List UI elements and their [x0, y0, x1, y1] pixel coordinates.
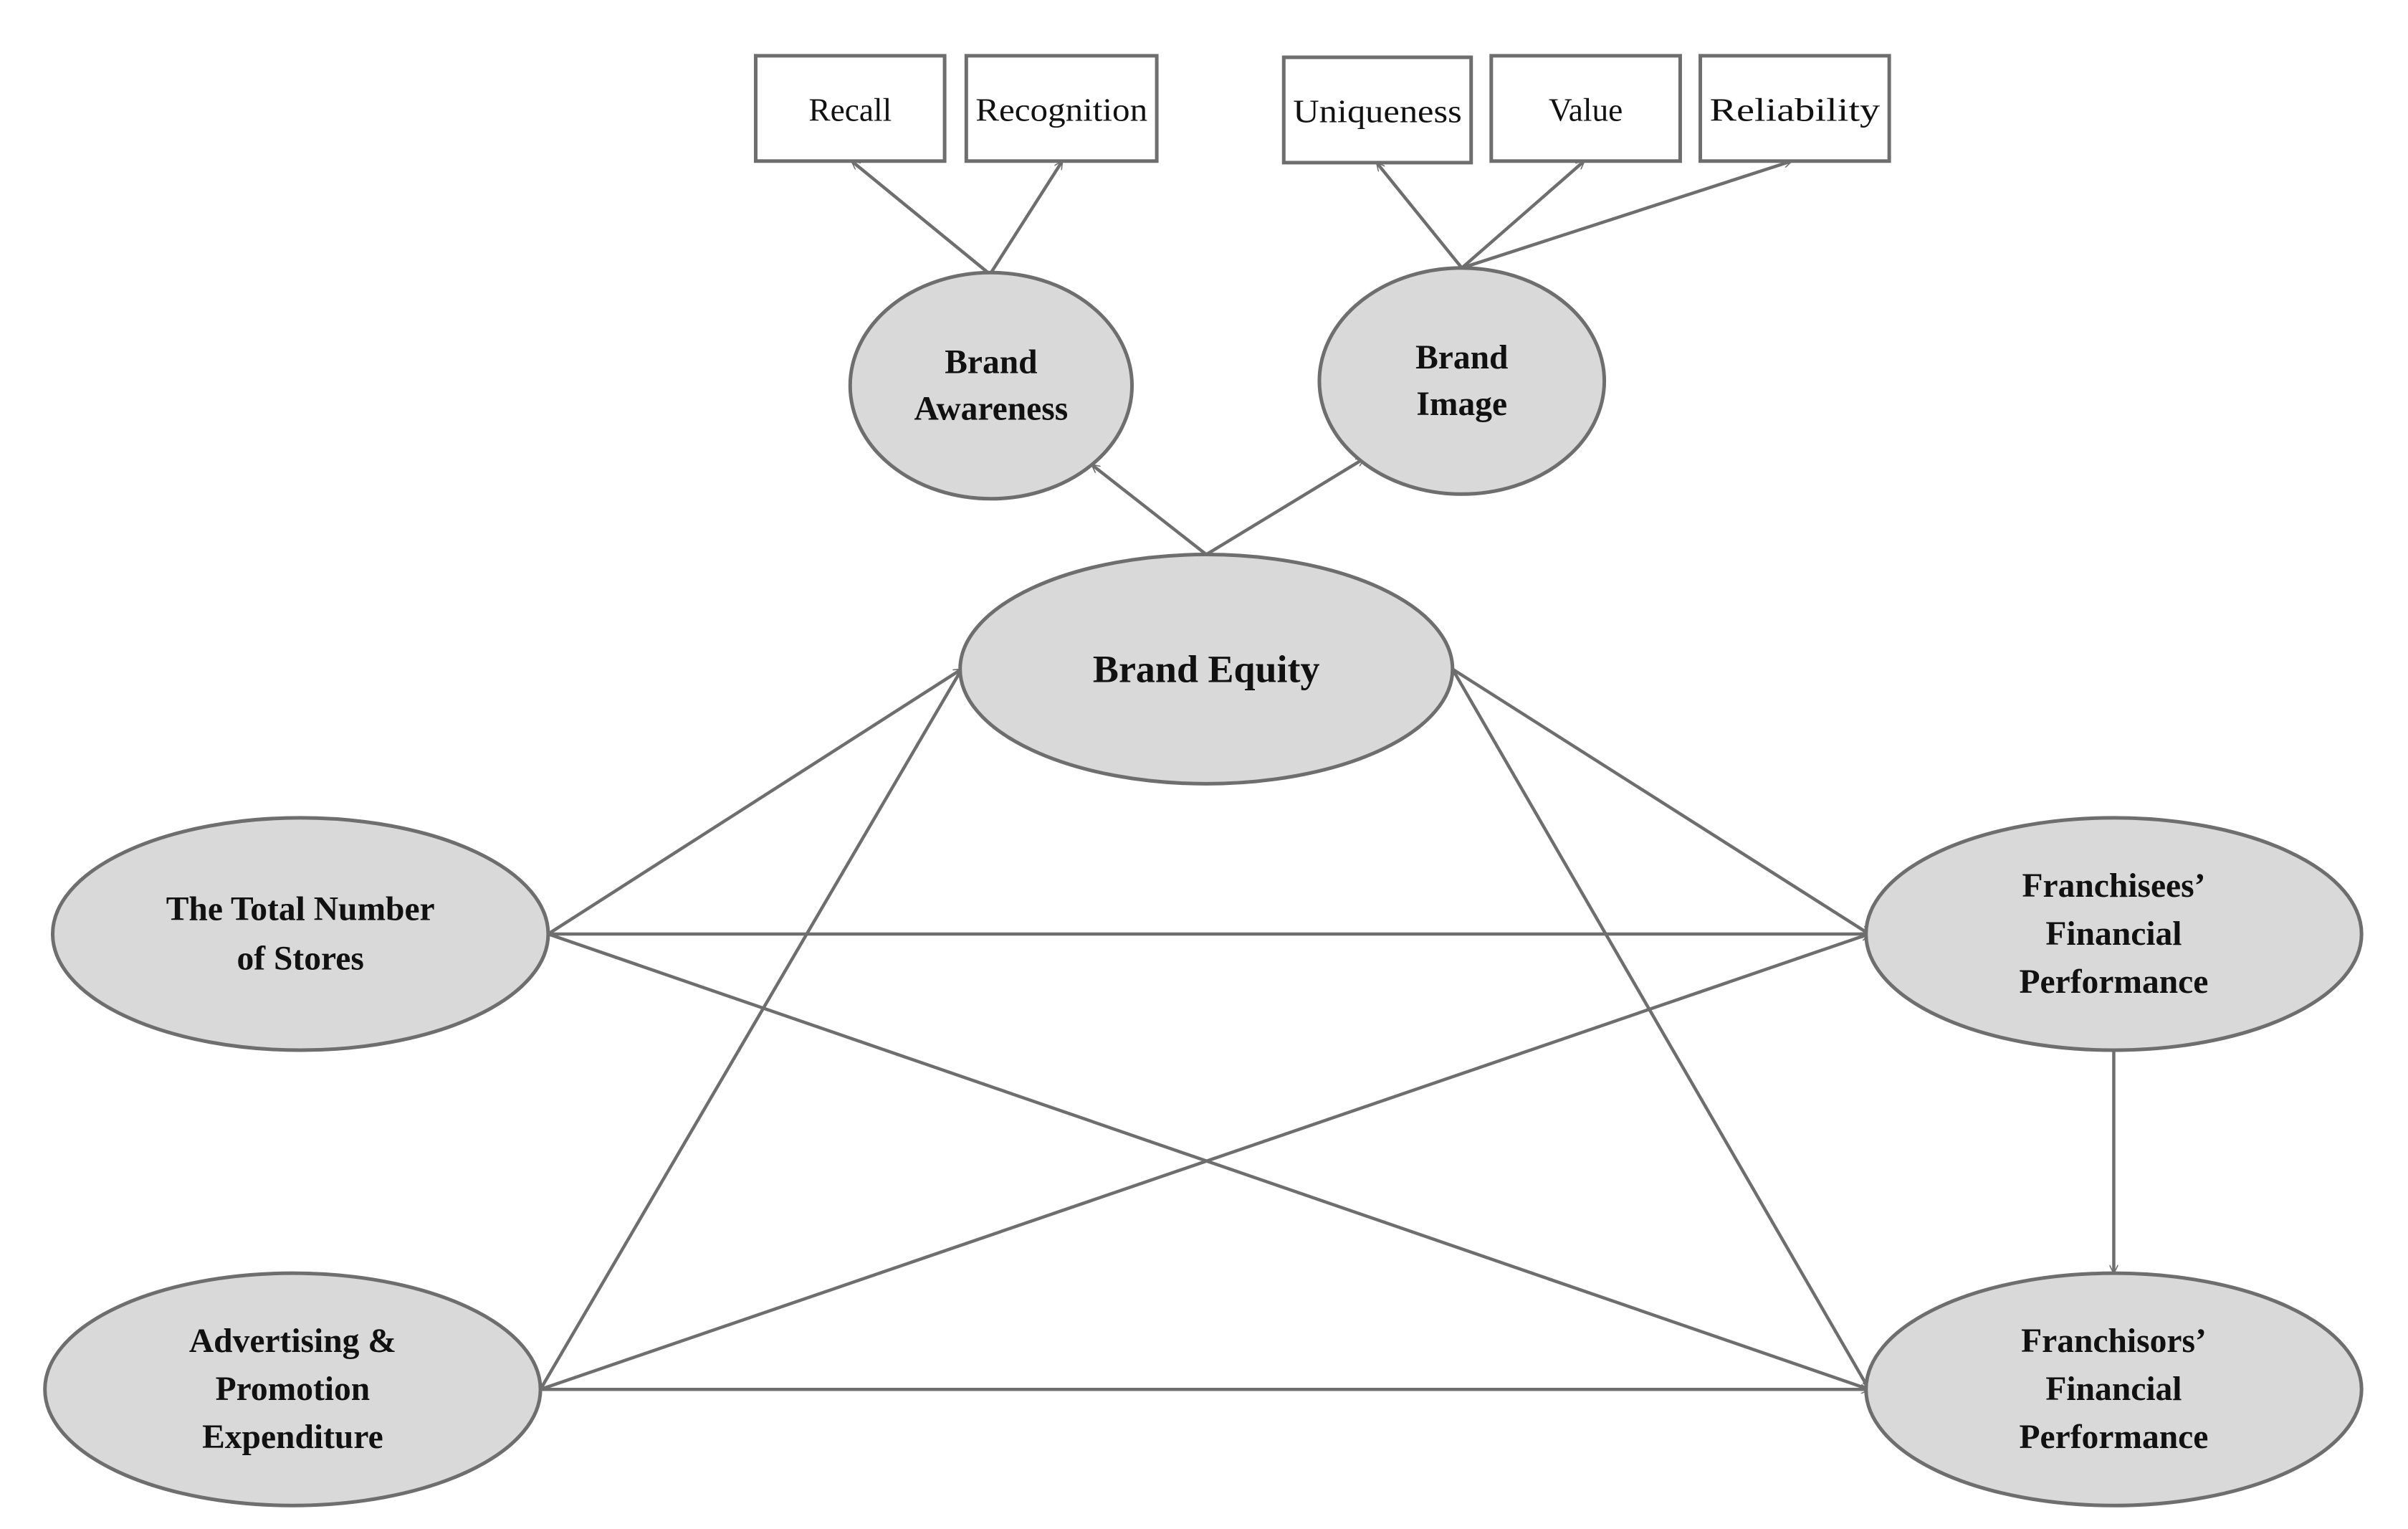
construct-brand-awareness-shape — [848, 270, 1134, 501]
arrow-brand-equity-to-brand-awareness — [1091, 463, 1208, 556]
construct-total-stores-shape — [50, 816, 550, 1052]
arrow-brand-image-to-uniqueness — [1375, 163, 1463, 270]
indicator-uniqueness-label: Uniqueness — [1293, 94, 1462, 130]
arrow-brand-equity-to-franchisees — [1451, 667, 1869, 935]
arrow-brand-image-to-value — [1461, 160, 1585, 270]
construct-brand-image-shape — [1317, 266, 1607, 496]
construct-franchisees-shape — [1864, 816, 2364, 1052]
arrow-brand-awareness-to-recall — [851, 159, 989, 275]
arrow-brand-equity-to-franchisors — [1451, 668, 1870, 1389]
construct-franchisees-label-line-1: Franchisees’ — [2022, 867, 2205, 905]
construct-franchisors-label-line-2: Financial — [2045, 1371, 2182, 1408]
construct-total-stores-label-line-1: The Total Number — [166, 890, 435, 928]
nodes: Brand EquityBrandAwarenessBrandImageThe … — [43, 54, 2364, 1507]
indicator-recall-label: Recall — [808, 92, 892, 128]
indicator-reliability: Reliability — [1698, 54, 1891, 163]
arrow-advertising-to-brand-equity — [539, 669, 963, 1391]
construct-advertising-label-line-1: Advertising & — [189, 1323, 396, 1360]
construct-brand-image-label-line-1: Brand — [1415, 339, 1508, 376]
construct-brand-awareness-label-line-1: Brand — [945, 344, 1037, 381]
construct-brand-awareness-label-line-2: Awareness — [914, 390, 1069, 427]
construct-brand-equity-label-line-1: Brand Equity — [1093, 647, 1320, 690]
indicator-value-box — [1489, 54, 1682, 163]
path-arrows — [539, 159, 2113, 1391]
construct-brand-equity-shape — [958, 553, 1455, 786]
construct-total-stores: The Total Number of Stores — [50, 816, 550, 1052]
indicator-recall: Recall — [753, 54, 947, 163]
construct-brand-equity: Brand Equity — [958, 553, 1455, 786]
construct-franchisors-shape — [1864, 1271, 2364, 1507]
indicator-reliability-label: Reliability — [1709, 92, 1880, 128]
indicator-uniqueness: Uniqueness — [1281, 55, 1473, 165]
indicator-value-label: Value — [1549, 92, 1623, 128]
indicator-reliability-box — [1698, 54, 1891, 163]
construct-advertising-shape — [43, 1271, 543, 1507]
arrow-brand-equity-to-brand-image — [1205, 457, 1364, 556]
construct-advertising-label-line-3: Expenditure — [202, 1419, 383, 1456]
arrow-advertising-to-franchisees — [540, 934, 1869, 1391]
indicator-recall-box — [753, 54, 947, 163]
construct-total-stores-label-line-2: of Stores — [237, 940, 364, 978]
construct-advertising-label-line-2: Promotion — [216, 1371, 371, 1408]
construct-franchisees-label-line-3: Performance — [2020, 963, 2209, 1001]
construct-franchisors-label-line-1: Franchisors’ — [2021, 1323, 2207, 1360]
construct-franchisors-label-line-3: Performance — [2020, 1419, 2209, 1456]
indicator-recognition-box — [964, 54, 1159, 163]
arrow-brand-image-to-reliability — [1461, 161, 1792, 270]
indicator-value: Value — [1489, 54, 1682, 163]
construct-brand-image-label-line-2: Image — [1416, 386, 1507, 423]
indicator-uniqueness-box — [1281, 55, 1473, 165]
indicator-recognition-label: Recognition — [975, 92, 1147, 128]
indicator-recognition: Recognition — [964, 54, 1159, 163]
arrow-total-stores-to-brand-equity — [547, 667, 962, 935]
construct-franchisees-label-line-2: Financial — [2045, 915, 2182, 953]
arrow-brand-awareness-to-recognition — [989, 161, 1064, 274]
